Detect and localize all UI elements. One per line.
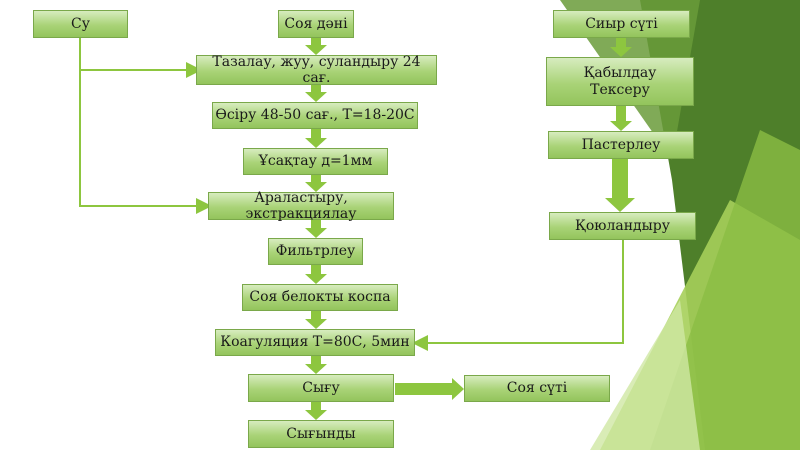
- arrow-germination-to-grinding: [305, 128, 327, 148]
- box-pasteurization: Пастерлеу: [548, 131, 694, 159]
- box-soy-beans: Соя дәні: [278, 10, 354, 38]
- line-water-to-mixing: [79, 70, 212, 214]
- arrow-filtration-to-mix: [305, 264, 327, 284]
- arrow-pressing-to-pressed: [305, 401, 327, 420]
- arrow-grinding-to-mixing: [305, 174, 327, 192]
- box-germination: Өсіру 48-50 сағ., Т=18-20С: [212, 102, 418, 129]
- box-water: Су: [33, 10, 128, 38]
- bg-shape-pale: [590, 300, 700, 450]
- box-soy-milk: Соя сүті: [464, 375, 610, 402]
- box-cleaning: Тазалау, жуу, суландыру 24 сағ.: [196, 54, 437, 86]
- box-pressed: Сығынды: [248, 420, 394, 448]
- arrow-coagulation-to-pressing: [305, 355, 327, 374]
- box-grinding: Ұсақтау д=1мм: [243, 148, 388, 175]
- box-mixing: Араластыру, экстракциялау: [208, 190, 394, 222]
- line-arrows: [79, 38, 624, 351]
- box-coagulation: Коагуляция Т=80С, 5мин: [215, 329, 415, 356]
- arrow-pasteurization-to-thickening: [605, 158, 635, 212]
- box-filtration: Фильтрлеу: [268, 238, 363, 265]
- arrow-beans-to-cleaning: [305, 37, 327, 55]
- box-soy-protein-mix: Соя белокты коспа: [242, 284, 398, 311]
- box-cow-milk: Сиыр сүті: [553, 10, 690, 38]
- arrow-mixing-to-filtration: [305, 219, 327, 238]
- box-thickening: Қоюландыру: [549, 212, 696, 240]
- box-pressing: Сығу: [248, 374, 394, 402]
- arrow-pressing-to-soy-milk: [395, 378, 464, 400]
- vertical-block-arrows: [305, 37, 635, 420]
- arrow-cleaning-to-germination: [305, 84, 327, 102]
- arrow-reception-to-pasteurization: [610, 105, 632, 131]
- line-thickening-to-coagulation: [412, 239, 624, 351]
- line-water-to-cleaning: [79, 38, 202, 78]
- arrow-milk-to-reception: [610, 37, 632, 57]
- box-reception: Қабылдау Тексеру: [546, 57, 694, 106]
- arrow-mix-to-coagulation: [305, 310, 327, 329]
